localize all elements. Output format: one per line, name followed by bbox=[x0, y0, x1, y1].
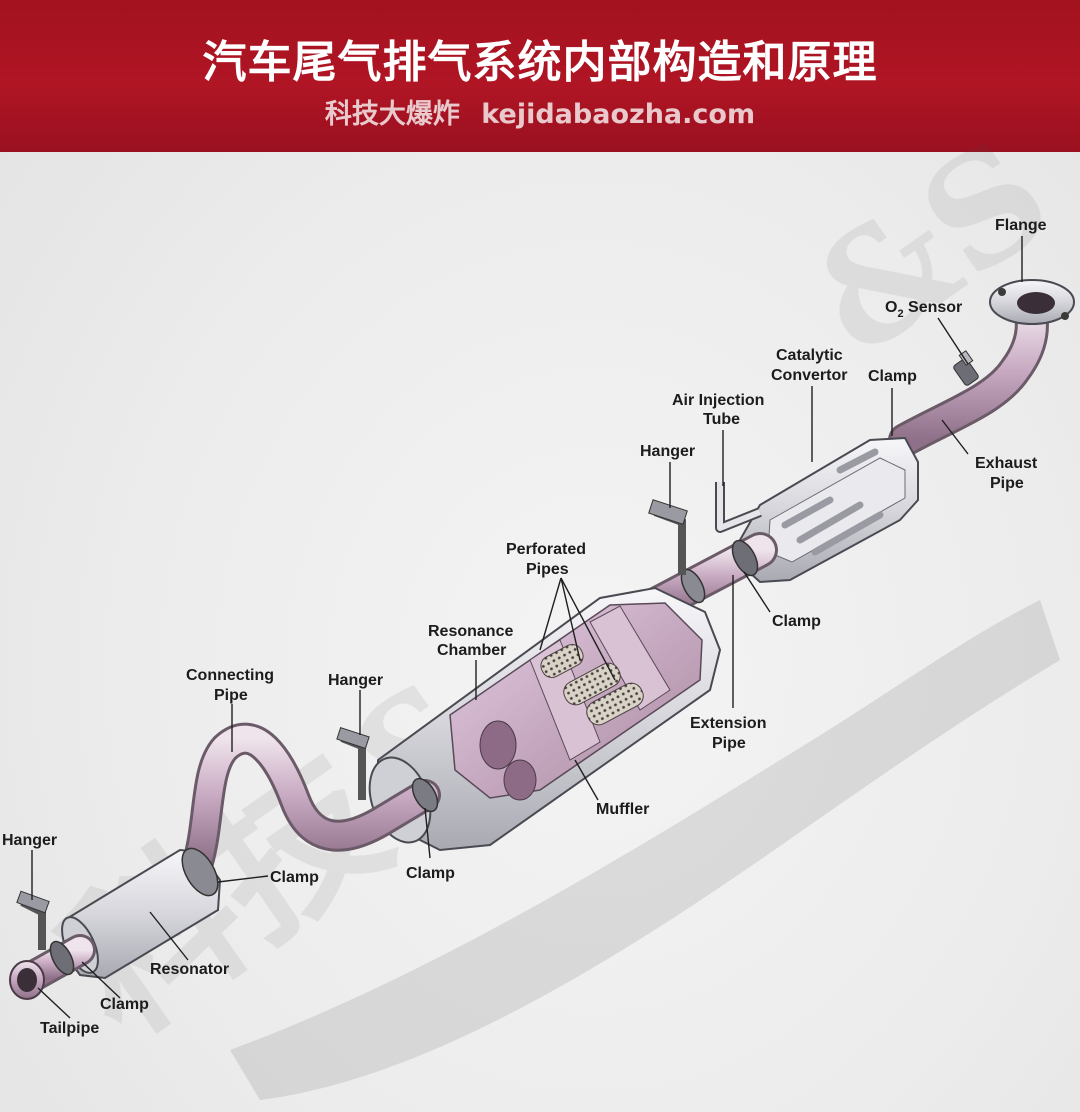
subtitle-chinese: 科技大爆炸 bbox=[324, 99, 460, 130]
flange bbox=[989, 279, 1075, 325]
label-o2-o: O bbox=[885, 299, 897, 316]
background-shadow bbox=[230, 600, 1060, 1100]
hanger-end bbox=[16, 890, 50, 950]
label-o2-sub: 2 bbox=[897, 308, 903, 320]
air-injection-tube bbox=[715, 482, 762, 533]
resonator bbox=[60, 847, 222, 980]
title-banner: 汽车尾气排气系统内部构造和原理 科技大爆炸 kejidabaozha.com bbox=[0, 0, 1080, 152]
label-clamp-connecting: Clamp bbox=[270, 869, 319, 886]
label-tailpipe: Tailpipe bbox=[40, 1020, 99, 1037]
label-extension-2: Pipe bbox=[712, 735, 746, 752]
label-clamp-right: Clamp bbox=[772, 613, 821, 630]
page-subtitle: 科技大爆炸 kejidabaozha.com bbox=[0, 92, 1080, 131]
perforated-pipes bbox=[540, 643, 644, 726]
connecting-pipe bbox=[182, 722, 441, 878]
label-clamp-top: Clamp bbox=[868, 368, 917, 385]
label-perforated-2: Pipes bbox=[526, 561, 569, 578]
page-title: 汽车尾气排气系统内部构造和原理 bbox=[202, 37, 878, 88]
o2-sensor bbox=[953, 350, 979, 386]
label-resonance-2: Chamber bbox=[437, 642, 506, 659]
label-air-injection-2: Tube bbox=[703, 411, 740, 428]
label-exhaust-pipe-1: Exhaust bbox=[975, 455, 1038, 472]
label-catalytic-2: Convertor bbox=[771, 367, 847, 384]
label-hanger-left: Hanger bbox=[328, 672, 383, 689]
label-o2-sensor: O2 Sensor bbox=[885, 299, 962, 320]
tailpipe bbox=[9, 934, 96, 1000]
label-o2-rest: Sensor bbox=[904, 299, 963, 316]
label-perforated-1: Perforated bbox=[506, 541, 586, 558]
muffler bbox=[368, 586, 722, 852]
label-resonator: Resonator bbox=[150, 961, 229, 978]
subtitle-website: kejidabaozha.com bbox=[481, 99, 756, 130]
label-resonance-1: Resonance bbox=[428, 623, 513, 640]
label-clamp-muffler: Clamp bbox=[406, 865, 455, 882]
label-connecting-1: Connecting bbox=[186, 667, 274, 684]
label-exhaust-pipe-2: Pipe bbox=[990, 475, 1024, 492]
label-flange: Flange bbox=[995, 217, 1047, 234]
label-extension-1: Extension bbox=[690, 715, 766, 732]
label-clamp-tail: Clamp bbox=[100, 996, 149, 1013]
leader-lines bbox=[31, 236, 1023, 1019]
hanger-left bbox=[336, 727, 370, 800]
label-muffler: Muffler bbox=[596, 801, 649, 818]
label-catalytic-1: Catalytic bbox=[776, 347, 843, 364]
labels: Flange O2 Sensor Catalytic Convertor Cla… bbox=[2, 217, 1047, 1037]
hanger-mid bbox=[648, 499, 688, 575]
label-air-injection-1: Air Injection bbox=[672, 392, 764, 409]
label-hanger-mid: Hanger bbox=[640, 443, 695, 460]
exhaust-pipe bbox=[888, 293, 1049, 457]
label-connecting-2: Pipe bbox=[214, 687, 248, 704]
label-hanger-end: Hanger bbox=[2, 832, 57, 849]
